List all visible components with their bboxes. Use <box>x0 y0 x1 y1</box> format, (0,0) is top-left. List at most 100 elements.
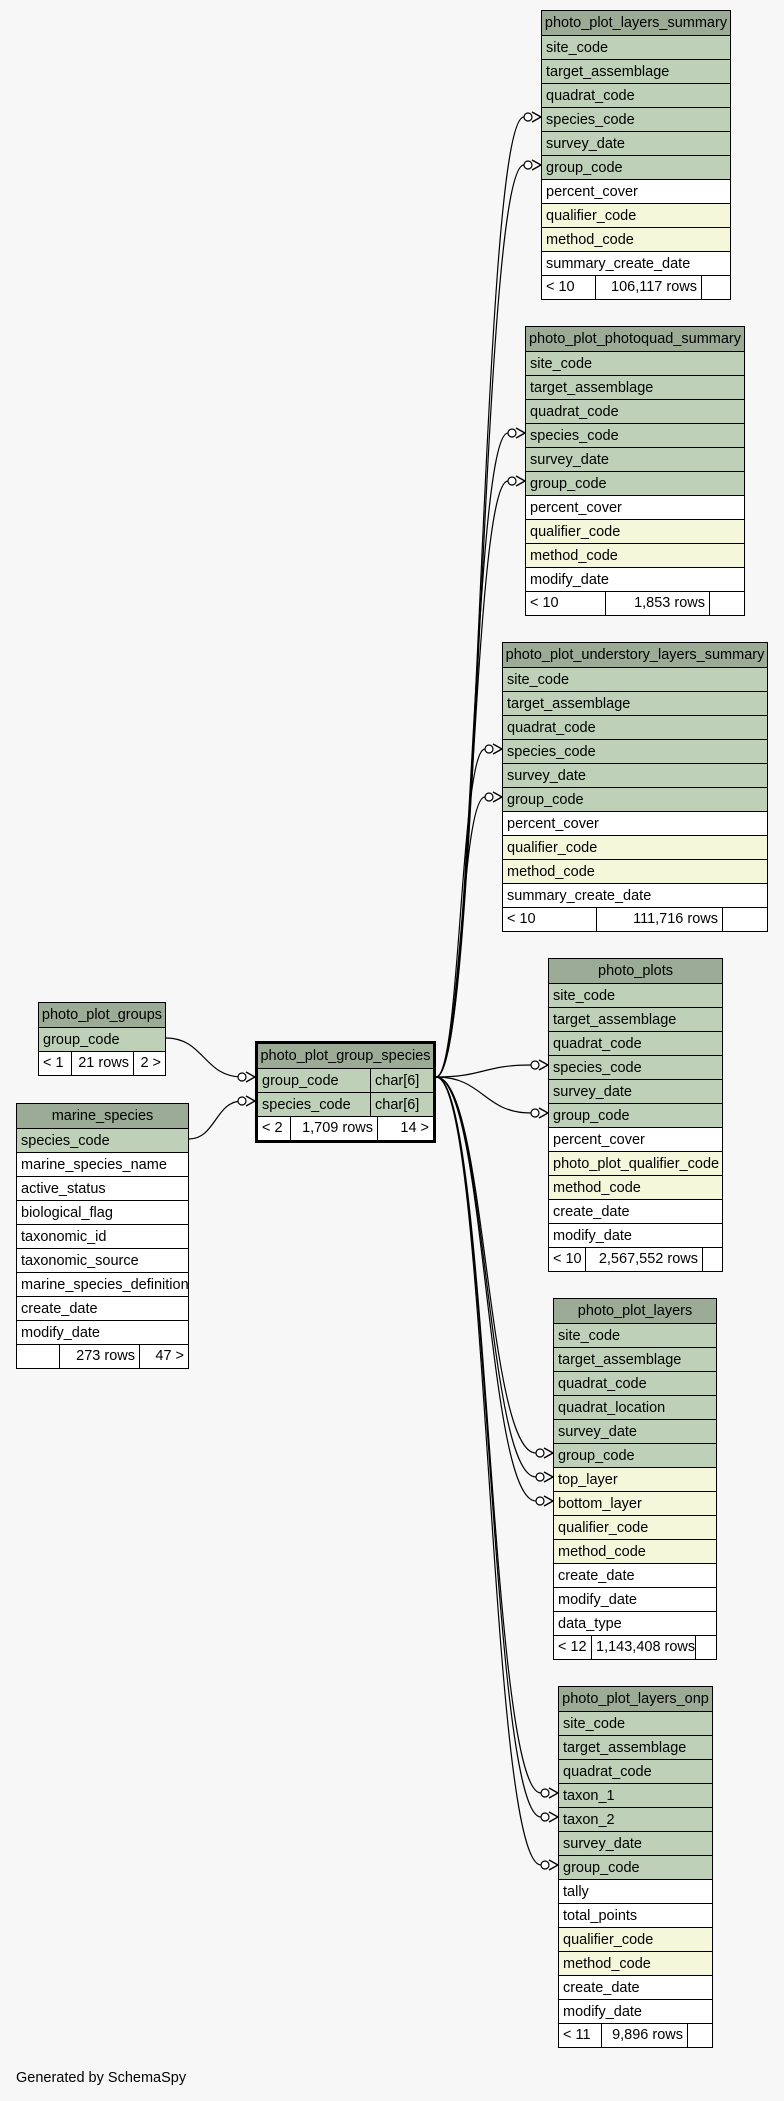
column-species-code[interactable]: species_code <box>549 1056 722 1080</box>
column-summary-create-date[interactable]: summary_create_date <box>542 252 730 276</box>
children-count[interactable] <box>723 908 767 931</box>
column-qualifier-code[interactable]: qualifier_code <box>559 1928 712 1952</box>
column-active-status[interactable]: active_status <box>17 1177 188 1201</box>
column-modify-date[interactable]: modify_date <box>554 1588 716 1612</box>
column-total-points[interactable]: total_points <box>559 1904 712 1928</box>
column-top-layer[interactable]: top_layer <box>554 1468 716 1492</box>
column-bottom-layer[interactable]: bottom_layer <box>554 1492 716 1516</box>
column-site-code[interactable]: site_code <box>503 668 767 692</box>
column-method-code[interactable]: method_code <box>559 1952 712 1976</box>
column-qualifier-code[interactable]: qualifier_code <box>542 204 730 228</box>
parents-count[interactable]: < 10 <box>526 592 606 615</box>
column-method-code[interactable]: method_code <box>526 544 744 568</box>
column-site-code[interactable]: site_code <box>542 36 730 60</box>
children-count[interactable] <box>703 1248 722 1271</box>
column-taxonomic-id[interactable]: taxonomic_id <box>17 1225 188 1249</box>
column-qualifier-code[interactable]: qualifier_code <box>526 520 744 544</box>
column-site-code[interactable]: site_code <box>549 984 722 1008</box>
column-survey-date[interactable]: survey_date <box>526 448 744 472</box>
column-site-code[interactable]: site_code <box>559 1712 712 1736</box>
column-species-code[interactable]: species_code <box>526 424 744 448</box>
column-site-code[interactable]: site_code <box>554 1324 716 1348</box>
column-create-date[interactable]: create_date <box>17 1297 188 1321</box>
column-species-code[interactable]: species_code char[6] <box>258 1093 433 1117</box>
column-modify-date[interactable]: modify_date <box>526 568 744 592</box>
column-method-code[interactable]: method_code <box>554 1540 716 1564</box>
column-group-code[interactable]: group_code <box>542 156 730 180</box>
table-title[interactable]: photo_plots <box>549 959 722 984</box>
children-count[interactable]: 2 > <box>140 1055 161 1071</box>
column-create-date[interactable]: create_date <box>554 1564 716 1588</box>
table-photo-plot-layers[interactable]: photo_plot_layers site_code target_assem… <box>553 1298 717 1660</box>
column-quadrat-code[interactable]: quadrat_code <box>526 400 744 424</box>
children-count[interactable] <box>710 592 744 615</box>
table-photo-plot-layers-summary[interactable]: photo_plot_layers_summary site_code targ… <box>541 10 731 300</box>
column-group-code[interactable]: group_code <box>503 788 767 812</box>
table-title[interactable]: photo_plot_understory_layers_summary <box>503 643 767 668</box>
column-taxon-1[interactable]: taxon_1 <box>559 1784 712 1808</box>
column-survey-date[interactable]: survey_date <box>503 764 767 788</box>
column-group-code[interactable]: group_code <box>39 1028 165 1052</box>
table-photo-plots[interactable]: photo_plots site_code target_assemblage … <box>548 958 723 1272</box>
column-percent-cover[interactable]: percent_cover <box>503 812 767 836</box>
column-target-assemblage[interactable]: target_assemblage <box>526 376 744 400</box>
column-quadrat-code[interactable]: quadrat_code <box>559 1760 712 1784</box>
parents-count[interactable] <box>17 1345 60 1368</box>
table-title[interactable]: photo_plot_photoquad_summary <box>526 327 744 352</box>
column-summary-create-date[interactable]: summary_create_date <box>503 884 767 908</box>
column-taxon-2[interactable]: taxon_2 <box>559 1808 712 1832</box>
column-create-date[interactable]: create_date <box>559 1976 712 2000</box>
column-percent-cover[interactable]: percent_cover <box>542 180 730 204</box>
column-quadrat-code[interactable]: quadrat_code <box>554 1372 716 1396</box>
column-percent-cover[interactable]: percent_cover <box>549 1128 722 1152</box>
table-title[interactable]: marine_species <box>17 1104 188 1129</box>
column-group-code[interactable]: group_code <box>549 1104 722 1128</box>
children-count[interactable] <box>702 276 730 299</box>
column-method-code[interactable]: method_code <box>503 860 767 884</box>
column-group-code[interactable]: group_code <box>554 1444 716 1468</box>
parents-count[interactable]: < 1 <box>39 1052 72 1075</box>
column-target-assemblage[interactable]: target_assemblage <box>549 1008 722 1032</box>
children-count[interactable] <box>696 1636 716 1659</box>
column-species-code[interactable]: species_code <box>542 108 730 132</box>
column-target-assemblage[interactable]: target_assemblage <box>542 60 730 84</box>
column-target-assemblage[interactable]: target_assemblage <box>554 1348 716 1372</box>
column-marine-species-name[interactable]: marine_species_name <box>17 1153 188 1177</box>
column-qualifier-code[interactable]: qualifier_code <box>503 836 767 860</box>
table-title[interactable]: photo_plot_layers_onp <box>559 1687 712 1712</box>
column-modify-date[interactable]: modify_date <box>559 2000 712 2024</box>
column-method-code[interactable]: method_code <box>549 1176 722 1200</box>
column-quadrat-code[interactable]: quadrat_code <box>542 84 730 108</box>
table-photo-plot-understory-layers-summary[interactable]: photo_plot_understory_layers_summary sit… <box>502 642 768 932</box>
column-group-code[interactable]: group_code <box>559 1856 712 1880</box>
column-species-code[interactable]: species_code <box>17 1129 188 1153</box>
table-title[interactable]: photo_plot_group_species <box>258 1044 433 1069</box>
table-marine-species[interactable]: marine_species species_code marine_speci… <box>16 1103 189 1369</box>
column-survey-date[interactable]: survey_date <box>554 1420 716 1444</box>
column-group-code[interactable]: group_code char[6] <box>258 1069 433 1093</box>
column-survey-date[interactable]: survey_date <box>542 132 730 156</box>
column-survey-date[interactable]: survey_date <box>549 1080 722 1104</box>
table-title[interactable]: photo_plot_layers_summary <box>542 11 730 36</box>
column-create-date[interactable]: create_date <box>549 1200 722 1224</box>
column-percent-cover[interactable]: percent_cover <box>526 496 744 520</box>
column-target-assemblage[interactable]: target_assemblage <box>503 692 767 716</box>
table-photo-plot-photoquad-summary[interactable]: photo_plot_photoquad_summary site_code t… <box>525 326 745 616</box>
column-modify-date[interactable]: modify_date <box>17 1321 188 1345</box>
column-species-code[interactable]: species_code <box>503 740 767 764</box>
parents-count[interactable]: < 2 <box>258 1117 291 1140</box>
column-group-code[interactable]: group_code <box>526 472 744 496</box>
column-site-code[interactable]: site_code <box>526 352 744 376</box>
children-count[interactable] <box>688 2024 712 2047</box>
table-photo-plot-group-species[interactable]: photo_plot_group_species group_code char… <box>255 1041 436 1143</box>
column-photo-plot-qualifier-code[interactable]: photo_plot_qualifier_code <box>549 1152 722 1176</box>
table-title[interactable]: photo_plot_layers <box>554 1299 716 1324</box>
column-method-code[interactable]: method_code <box>542 228 730 252</box>
column-taxonomic-source[interactable]: taxonomic_source <box>17 1249 188 1273</box>
column-tally[interactable]: tally <box>559 1880 712 1904</box>
column-marine-species-definition[interactable]: marine_species_definition <box>17 1273 188 1297</box>
parents-count[interactable]: < 10 <box>549 1248 586 1271</box>
column-modify-date[interactable]: modify_date <box>549 1224 722 1248</box>
parents-count[interactable]: < 10 <box>542 276 596 299</box>
parents-count[interactable]: < 11 <box>559 2024 602 2047</box>
